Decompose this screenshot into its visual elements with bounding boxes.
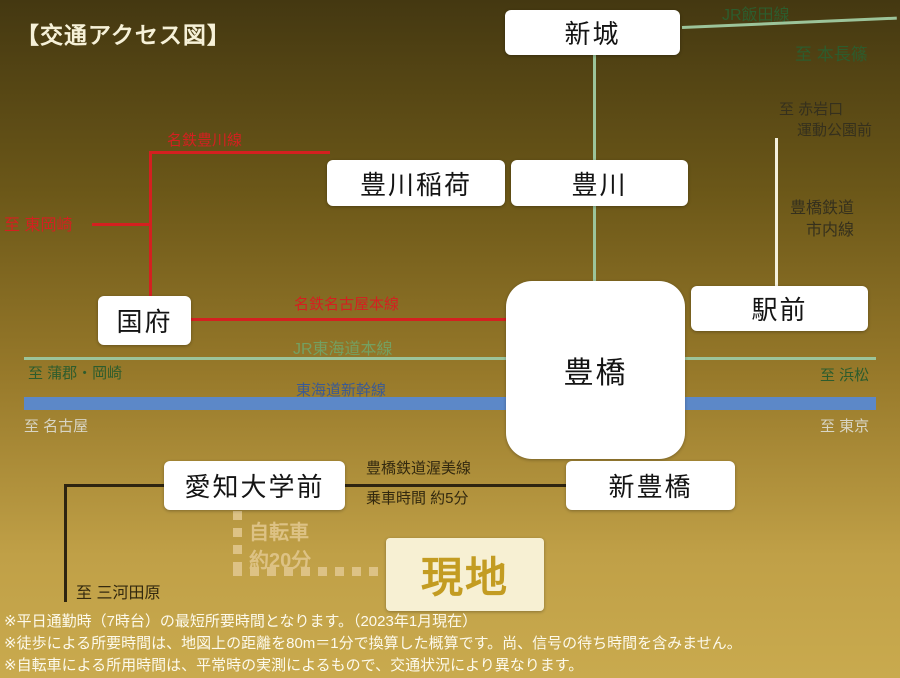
meitetsu-toyokawa-line [149,151,330,154]
station-ekimae: 駅前 [691,286,868,331]
city-tram-label-line1: 豊橋鉄道 [790,200,855,217]
tokaido-shinkansen-line [24,397,876,410]
station-toyokawa: 豊川 [511,160,688,206]
jr-iida-line-toyokawa-toyohashi [593,206,596,282]
station-shin-toyohashi: 新豊橋 [566,461,735,510]
page-title: 【交通アクセス図】 [16,22,231,48]
to-nagoya-label: 至 名古屋 [24,418,89,435]
meitetsu-nagoya-main-line-label: 名鉄名古屋本線 [294,296,400,313]
bicycle-time-label: 約20分 [249,550,312,572]
to-hamamatsu-label: 至 浜松 [820,367,870,384]
atsumi-line-left-vertical [64,484,67,602]
footnotes: ※平日通勤時（7時台）の最短所要時間となります。（2023年1月現在） ※徒歩に… [4,611,742,677]
meitetsu-line-to-higashi-okazaki [92,223,152,226]
station-aichi-daigaku-mae: 愛知大学前 [164,461,345,510]
to-tokyo-label: 至 東京 [820,418,870,435]
to-gamagori-okazaki-label: 至 蒲郡・岡崎 [28,365,123,382]
station-toyohashi: 豊橋 [506,281,685,459]
bicycle-route-vertical [233,511,242,573]
station-kokufu: 国府 [98,296,191,345]
city-tram-label-line2: 市内線 [806,222,855,239]
footnote-3: ※自転車による所用時間は、平常時の実測によるもので、交通状況により異なります。 [4,657,584,674]
jr-tokaido-main-line-label: JR東海道本線 [293,341,393,358]
to-mikawa-tahara-label: 至 三河田原 [76,585,161,602]
jr-iida-line-shinshiro-toyokawa [593,55,596,161]
atsumi-line-label: 豊橋鉄道渥美線 [366,460,472,477]
station-shinshiro: 新城 [505,10,680,55]
to-higashi-okazaki-label: 至 東岡崎 [4,217,73,234]
bicycle-label: 自転車 [249,522,309,544]
station-toyokawa-inari: 豊川稲荷 [327,160,505,206]
jr-iida-line-label: JR飯田線 [722,7,790,24]
atsumi-line-middle [344,484,567,487]
footnote-2: ※徒歩による所要時間は、地図上の距離を80m＝1分で換算した概算です。尚、信号の… [4,635,742,652]
tokaido-shinkansen-label: 東海道新幹線 [296,382,387,399]
city-tram-line [775,138,778,287]
to-akaiwaguchi-label: 至 赤岩口 [779,101,844,118]
meitetsu-toyokawa-line-label: 名鉄豊川線 [167,132,243,149]
site-marker: 現地 [386,538,544,611]
meitetsu-nagoya-main-line [189,318,507,321]
to-hon-nagashino-label: 至 本長篠 [795,45,868,64]
jr-tokaido-main-line [24,357,876,360]
footnote-1: ※平日通勤時（7時台）の最短所要時間となります。（2023年1月現在） [4,613,478,630]
bicycle-route-horizontal [233,567,388,576]
atsumi-line-left-horizontal [64,484,165,487]
atsumi-ride-time-label: 乗車時間 約5分 [366,490,469,507]
to-undo-koen-mae-label: 運動公園前 [797,122,873,139]
